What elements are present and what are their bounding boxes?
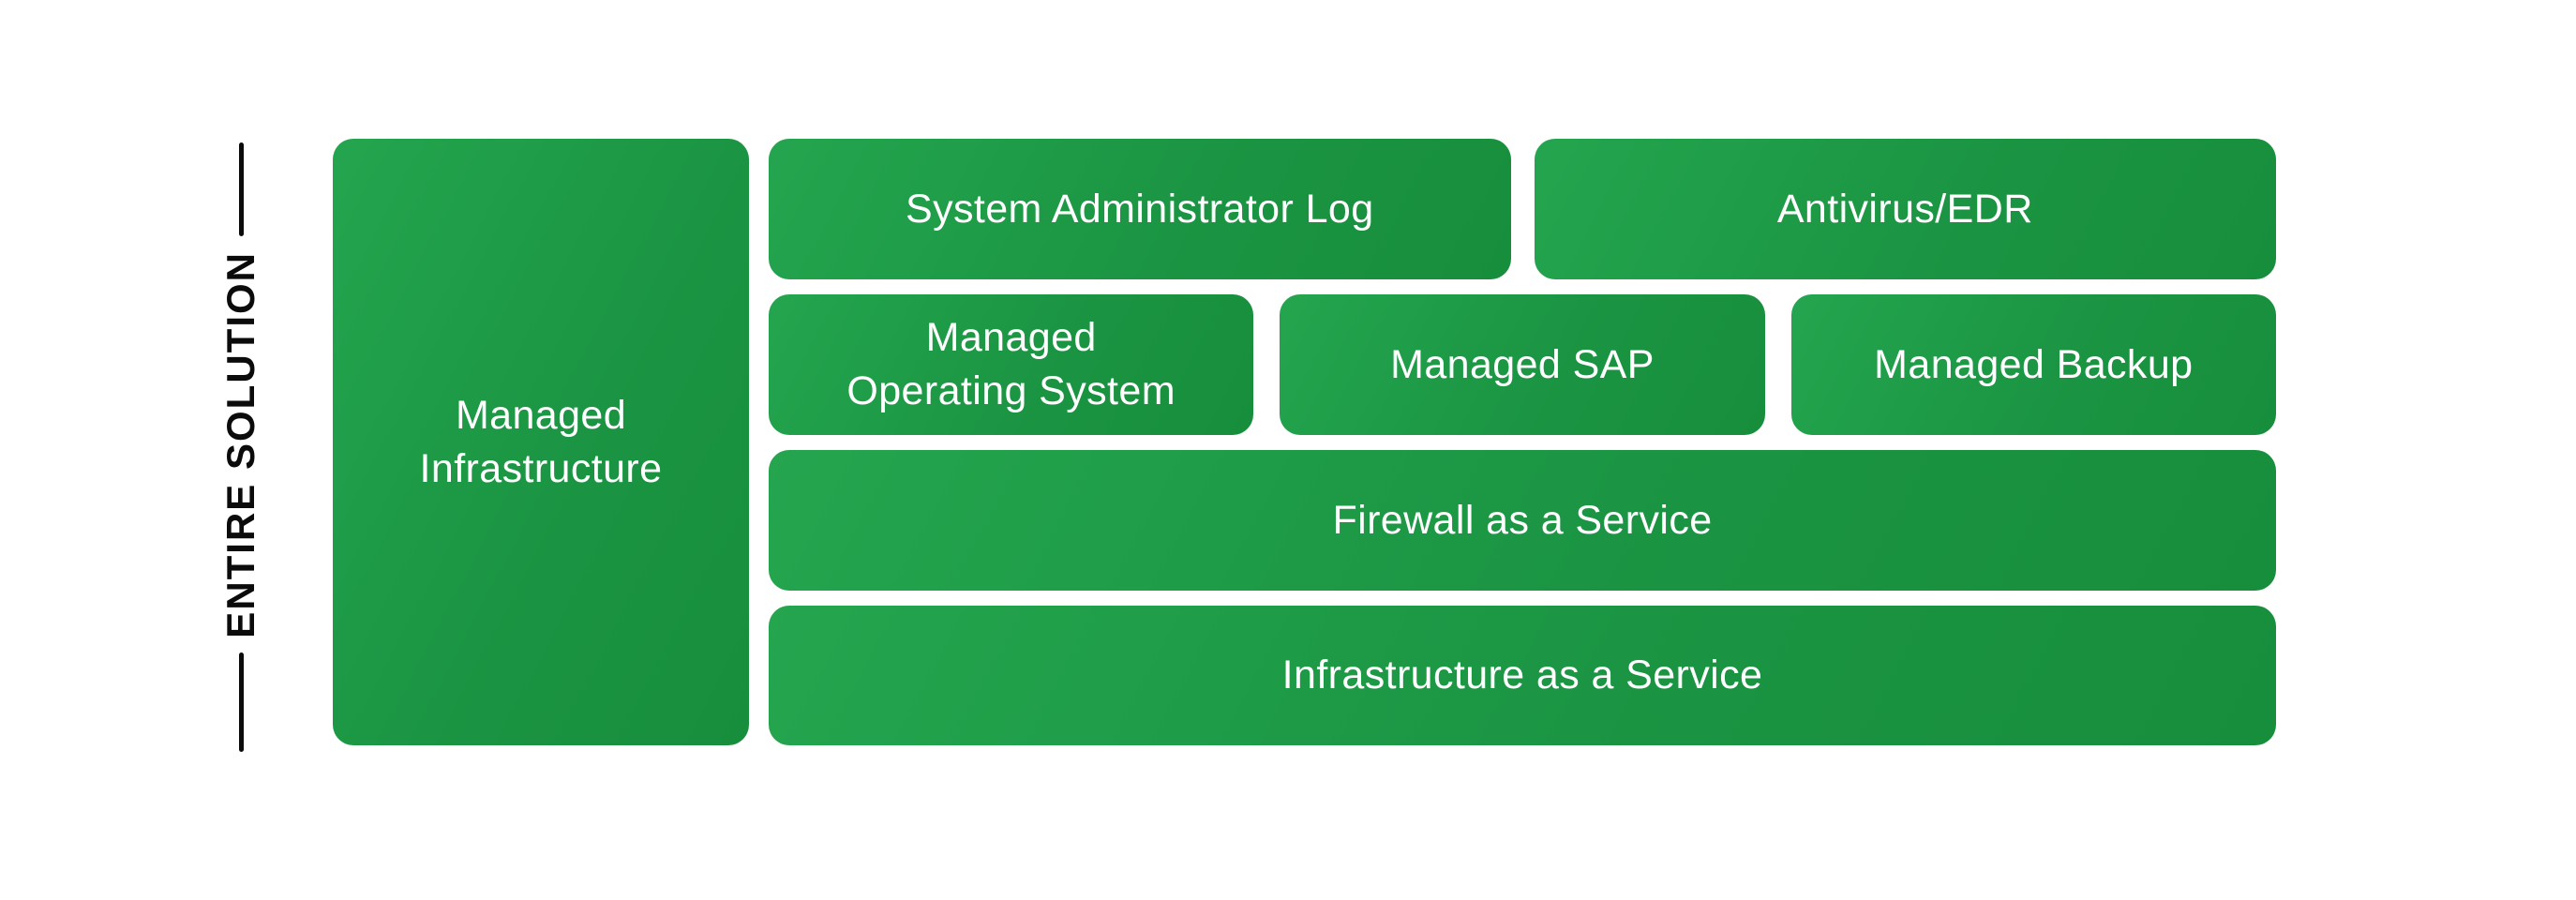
grid-row-2: Managed Operating System Managed SAP Man… — [769, 294, 2276, 435]
box-label-line: System Administrator Log — [905, 186, 1374, 232]
grid-row-3: Firewall as a Service — [769, 450, 2276, 591]
box-label-line: Antivirus/EDR — [1776, 186, 2033, 232]
grid-row-4: Infrastructure as a Service — [769, 606, 2276, 745]
box-firewall-as-a-service: Firewall as a Service — [769, 450, 2276, 591]
entire-solution-label: ENTIRE SOLUTION — [218, 250, 262, 638]
box-managed-operating-system: Managed Operating System — [769, 294, 1254, 435]
box-managed-sap: Managed SAP — [1280, 294, 1765, 435]
box-antivirus-edr: Antivirus/EDR — [1534, 139, 2276, 279]
box-infrastructure-as-a-service: Infrastructure as a Service — [769, 606, 2276, 745]
box-label-line: Managed SAP — [1390, 341, 1655, 387]
box-label-line: Operating System — [846, 368, 1176, 413]
managed-operating-system-label: Managed Operating System — [846, 311, 1176, 418]
bracket-line-top — [238, 142, 244, 236]
services-grid: System Administrator Log Antivirus/EDR M… — [769, 139, 2276, 745]
box-label-line: Infrastructure — [419, 445, 663, 491]
box-managed-infrastructure: Managed Infrastructure — [333, 139, 749, 745]
bracket-line-bottom — [238, 652, 244, 752]
box-managed-backup: Managed Backup — [1790, 294, 2276, 435]
box-label-line: Managed — [925, 315, 1097, 361]
box-label-line: Firewall as a Service — [1332, 497, 1713, 543]
box-system-administrator-log: System Administrator Log — [769, 139, 1511, 279]
grid-row-1: System Administrator Log Antivirus/EDR — [769, 139, 2276, 279]
box-label-line: Managed Backup — [1874, 341, 2194, 387]
entire-solution-bracket: ENTIRE SOLUTION — [217, 142, 265, 752]
box-label-line: Managed — [455, 392, 627, 438]
box-label-line: Infrastructure as a Service — [1281, 652, 1763, 698]
managed-infrastructure-label: Managed Infrastructure — [420, 389, 663, 496]
